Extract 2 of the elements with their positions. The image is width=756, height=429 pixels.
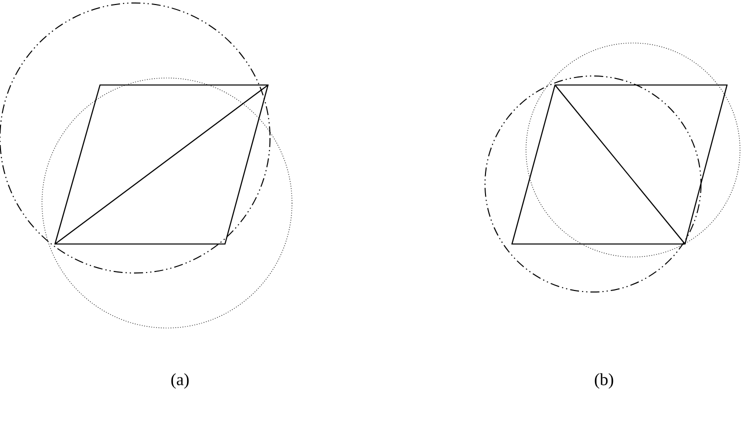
panel-label: (b) — [594, 373, 614, 389]
panel-label: (a) — [171, 373, 189, 389]
